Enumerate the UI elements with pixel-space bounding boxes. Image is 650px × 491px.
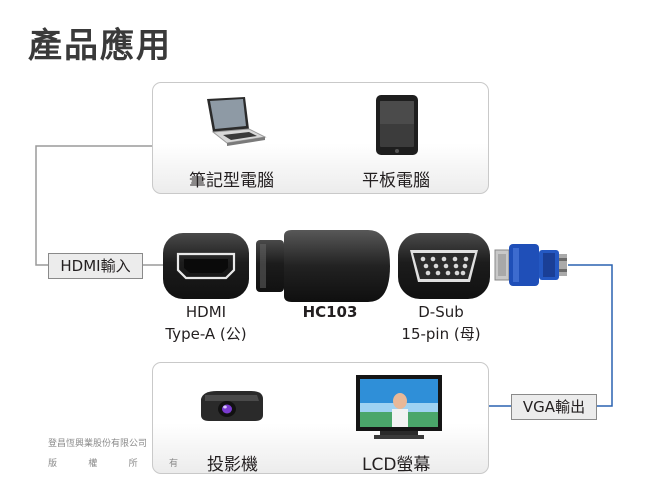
device-label-projector: 投影機 [207,455,258,475]
footer-rights-char: 有 [168,459,178,469]
top-devices-panel: 筆記型電腦 平板電腦 [152,82,489,194]
hdmi-connector-label-line1: HDMI [185,303,227,321]
device-label-tablet: 平板電腦 [362,171,430,191]
hdmi-connector-label: HDMI Type-A (公) [150,301,262,345]
dsub-connector-label-line2: 15-pin (母) [401,325,481,343]
product-model-label: HC103 [302,303,358,321]
adapter-body [284,230,390,302]
projector-icon [201,391,263,421]
footer-company: 登昌恆興業股份有限公司 [48,439,148,449]
dsub-connector-label: D-Sub 15-pin (母) [385,301,497,345]
footer-rights-char: 權 [88,459,98,469]
footer-rights-char: 所 [128,459,138,469]
tablet-icon [376,95,418,155]
footer-rights: 版 權 所 有 [48,456,178,469]
footer-rights-char: 版 [48,459,58,469]
hdmi-connector-label-line2: Type-A (公) [165,325,247,343]
device-label-laptop: 筆記型電腦 [189,171,274,191]
dsub-connector-label-line1: D-Sub [418,303,464,321]
bottom-devices-panel: 投影機 LCD螢幕 [152,362,489,475]
hc103-adapter-graphic [163,230,490,302]
vga-cable-connector-icon [494,244,567,286]
laptop-icon [207,97,267,146]
page-title: 產品應用 [28,26,172,66]
hdmi-input-line [35,145,152,266]
vga-output-line [568,264,613,407]
device-label-lcd: LCD螢幕 [362,455,431,475]
lcd-monitor-icon [356,375,442,439]
vga-output-tag: VGA輸出 [511,394,597,420]
hdmi-input-tag: HDMI輸入 [48,253,143,279]
